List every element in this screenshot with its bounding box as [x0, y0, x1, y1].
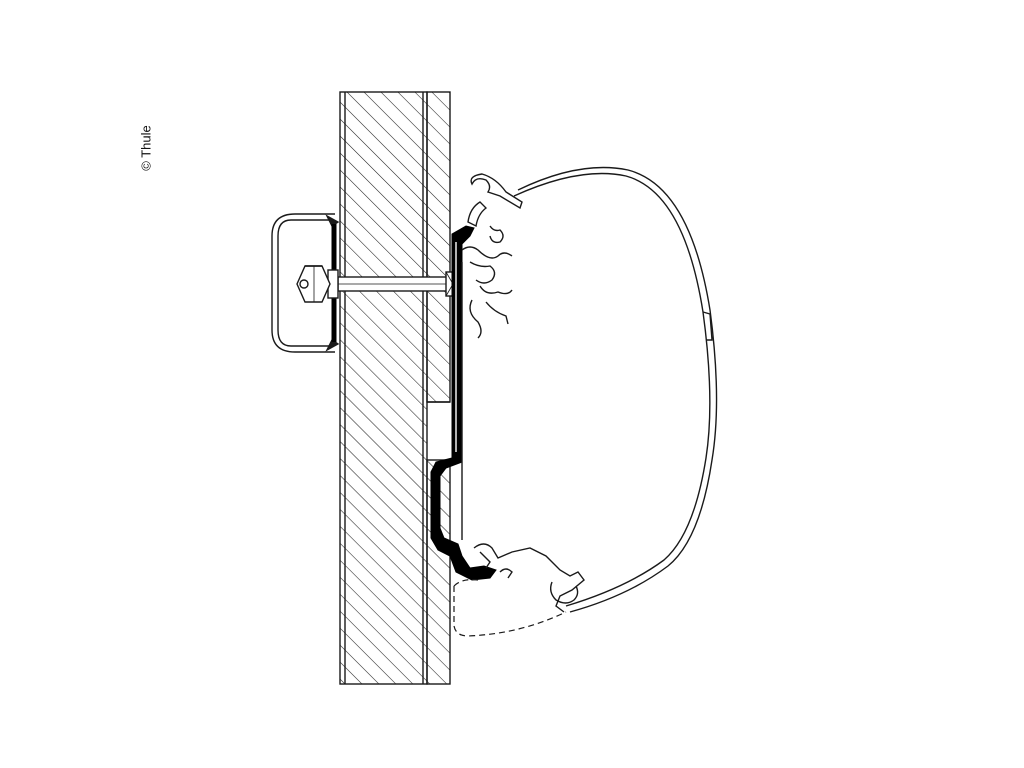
wall-panel [339, 91, 451, 685]
dashed-outline [453, 586, 567, 637]
hex-nut [296, 265, 339, 303]
awning-housing [461, 166, 718, 613]
copyright-text: © Thule [138, 125, 154, 171]
mounting-bracket [430, 225, 497, 581]
dashed-outline-top [453, 579, 479, 587]
